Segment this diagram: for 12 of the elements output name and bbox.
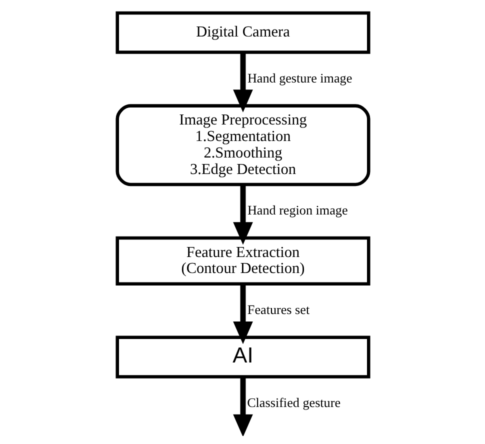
edge-label: Classified gesture bbox=[246, 394, 340, 410]
arrow bbox=[232, 52, 252, 112]
arrow bbox=[232, 184, 252, 245]
edge-label: Hand gesture image bbox=[246, 70, 352, 86]
arrow bbox=[232, 377, 252, 436]
edge-label: Features set bbox=[246, 302, 310, 318]
arrow bbox=[232, 284, 252, 344]
node-box: Digital Camera bbox=[115, 11, 370, 54]
node-box: Image Preprocessing 1.Segmentation 2.Smoothing 3.Edge Detection bbox=[115, 104, 370, 186]
node-box: AI bbox=[115, 336, 370, 378]
edge-label: Hand region image bbox=[246, 202, 348, 218]
node-box: Feature Extraction (Contour Detection) bbox=[115, 236, 370, 286]
